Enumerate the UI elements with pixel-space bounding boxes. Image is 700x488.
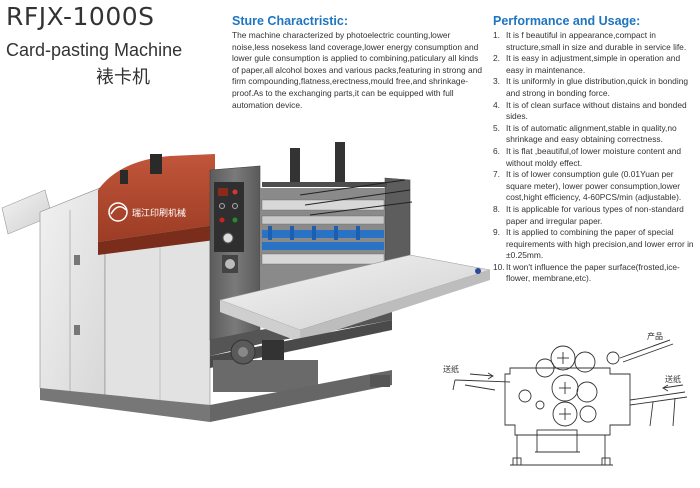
performance-item: 5. It is of automatic alignment,stable in… <box>493 123 698 146</box>
item-text: It is uniformly in glue distribution,qui… <box>506 76 689 98</box>
structure-diagram: 送纸 产品 送纸 <box>443 331 688 466</box>
item-text: It is of clean surface without distains … <box>506 99 687 122</box>
item-text: It is f beautiful in appearance,compact … <box>506 30 687 52</box>
machine-subtitle: Card-pasting Machine <box>6 40 183 60</box>
label-feed-left: 送纸 <box>443 364 459 374</box>
item-number: 1. <box>493 30 500 40</box>
item-text: It is of lower consumption gule (0.01Yua… <box>506 169 682 203</box>
item-number: 3. <box>493 76 500 87</box>
item-text: It is applicable for various types of no… <box>506 203 684 226</box>
performance-item: 8. It is applicable for various types of … <box>493 204 698 227</box>
machine-illustration: 瑞江印刷机械 <box>1 142 491 422</box>
item-text: It won't influence the paper surface(fro… <box>506 261 680 284</box>
item-number: 4. <box>493 99 500 110</box>
item-number: 6. <box>493 145 500 156</box>
label-feed-right: 送纸 <box>665 374 681 384</box>
performance-title: Performance and Usage: <box>493 14 641 28</box>
item-text: It is flat ,beautiful,of lower moisture … <box>506 145 682 168</box>
sture-title: Sture Charactristic: <box>232 14 349 28</box>
sture-description: The machine characterized by photoelectr… <box>232 30 483 110</box>
performance-item: 7. It is of lower consumption gule (0.01Y… <box>493 169 698 204</box>
brand-text: 瑞江印刷机械 <box>132 207 186 219</box>
item-number: 10. <box>493 261 505 272</box>
item-text: It is of automatic alignment,stable in q… <box>506 122 677 145</box>
item-number: 7. <box>493 169 500 180</box>
label-product: 产品 <box>647 331 663 341</box>
performance-item: 3. It is uniformly in glue distribution,q… <box>493 76 698 99</box>
model-title: RFJX-1000S <box>6 2 155 31</box>
chinese-name: 裱卡机 <box>96 67 150 88</box>
item-number: 2. <box>493 53 500 64</box>
item-number: 9. <box>493 227 500 238</box>
performance-item: 6. It is flat ,beautiful,of lower moistur… <box>493 146 698 169</box>
performance-item: 9. It is applied to combining the paper o… <box>493 227 698 262</box>
item-text: It is applied to combining the paper of … <box>506 227 694 261</box>
performance-item: 2. It is easy in adjustment,simple in ope… <box>493 53 698 76</box>
performance-item: 10.It won't influence the paper surface(… <box>493 262 698 285</box>
performance-item: 1. It is f beautiful in appearance,compac… <box>493 30 698 53</box>
performance-item: 4. It is of clean surface without distain… <box>493 100 698 123</box>
item-text: It is easy in adjustment,simple in opera… <box>506 53 681 75</box>
performance-list: 1. It is f beautiful in appearance,compac… <box>493 30 698 285</box>
item-number: 8. <box>493 203 500 214</box>
item-number: 5. <box>493 122 500 133</box>
left-cabinet <box>39 185 106 409</box>
